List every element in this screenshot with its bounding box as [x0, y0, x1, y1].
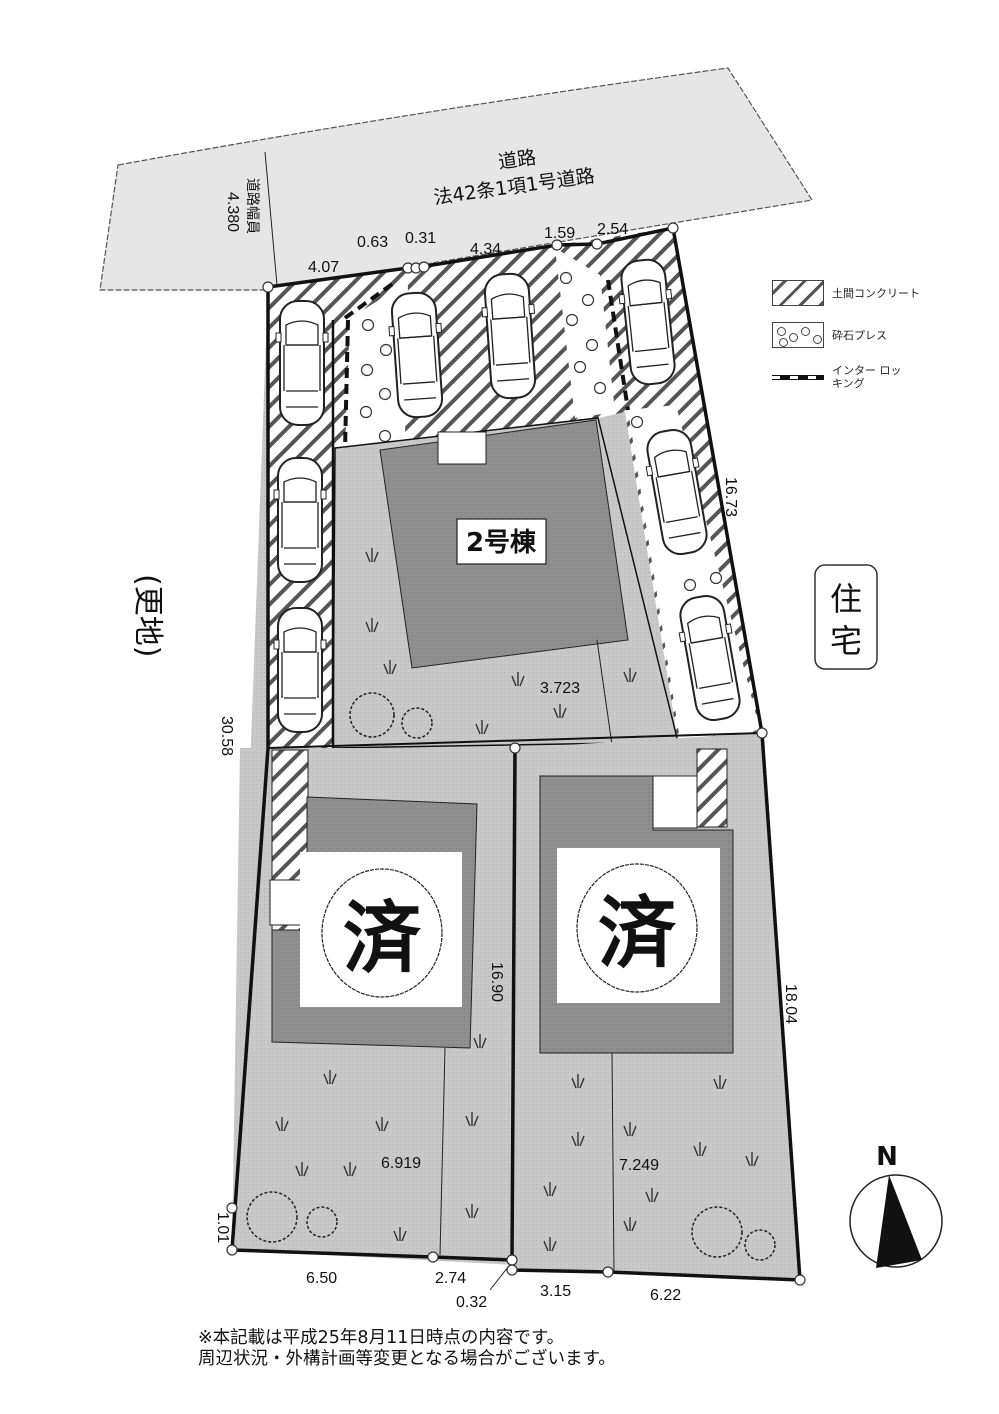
svg-text:4.34: 4.34 [470, 241, 501, 258]
north-arrow-icon: N [849, 1142, 943, 1268]
note-line-1: ※本記載は平成25年8月11日時点の内容です。 [198, 1328, 565, 1348]
legend-item-gravel: 砕石プレス [772, 322, 972, 348]
lot-sw-inner-dim: 6.919 [381, 1155, 421, 1172]
svg-text:1.01: 1.01 [214, 1212, 231, 1243]
lot-se-status: 済 [598, 889, 677, 979]
svg-text:N: N [876, 1142, 898, 1172]
neighbor-west: (更地) [130, 574, 165, 657]
lot-sw-status: 済 [343, 894, 422, 984]
note-line-2: 周辺状況・外構計画等変更となる場合がございます。 [198, 1349, 616, 1369]
lot-se-inner-dim: 7.249 [619, 1157, 659, 1174]
side-dimensions: 30.58 16.73 18.04 1.01 [214, 477, 799, 1243]
interlocking-lines [343, 279, 630, 451]
legend-item-interlocking: インター ロッキング [772, 364, 972, 390]
neighbor-east-char2: 宅 [830, 622, 862, 660]
legend-item-concrete: 土間コンクリート [772, 280, 972, 306]
svg-text:30.58: 30.58 [218, 716, 235, 756]
lot-sw-middle-dim: 16.90 [488, 962, 505, 1002]
gravel-icon [772, 322, 824, 348]
svg-text:6.22: 6.22 [650, 1287, 681, 1304]
svg-text:3.15: 3.15 [540, 1283, 571, 1300]
svg-text:4.07: 4.07 [308, 259, 339, 276]
svg-text:6.50: 6.50 [306, 1270, 337, 1287]
interlocking-icon [772, 374, 824, 380]
notes: ※本記載は平成25年8月11日時点の内容です。 周辺状況・外構計画等変更となる場… [198, 1328, 616, 1370]
top-dimensions: 4.07 0.63 0.31 4.34 1.59 2.54 [308, 221, 628, 276]
road-title: 道路 [497, 147, 538, 174]
svg-text:2.54: 2.54 [597, 221, 628, 238]
road: 道路 法42条1項1号道路 道路幅員 4.380 [99, 67, 813, 291]
hatched-concrete-icon [772, 280, 824, 306]
bottom-dimensions: 6.50 2.74 0.32 3.15 6.22 [306, 1266, 681, 1311]
svg-text:(更地): (更地) [130, 574, 165, 657]
neighbor-east-char1: 住 [830, 580, 862, 618]
svg-text:1.59: 1.59 [544, 225, 575, 242]
neighbor-east: 住 宅 [814, 564, 878, 670]
lot-se: 済 7.249 [512, 733, 800, 1280]
svg-text:0.63: 0.63 [357, 234, 388, 251]
lot-2-depth: 3.723 [540, 680, 580, 697]
svg-text:18.04: 18.04 [782, 984, 799, 1024]
svg-text:0.32: 0.32 [456, 1294, 487, 1311]
svg-text:2.74: 2.74 [435, 1270, 466, 1287]
road-width-label: 道路幅員 [244, 178, 260, 234]
legend: 土間コンクリート 砕石プレス インター ロッキング [772, 280, 972, 406]
lot-2: 2号棟 3.723 [332, 417, 679, 749]
svg-text:0.31: 0.31 [405, 230, 436, 247]
road-width-value: 4.380 [224, 192, 241, 232]
lot-sw: 済 16.90 6.919 [232, 748, 512, 1258]
boundary-lines [230, 226, 802, 1282]
boundary-markers [226, 222, 806, 1286]
lot-2-label: 2号棟 [466, 528, 537, 558]
svg-text:16.73: 16.73 [722, 477, 739, 517]
